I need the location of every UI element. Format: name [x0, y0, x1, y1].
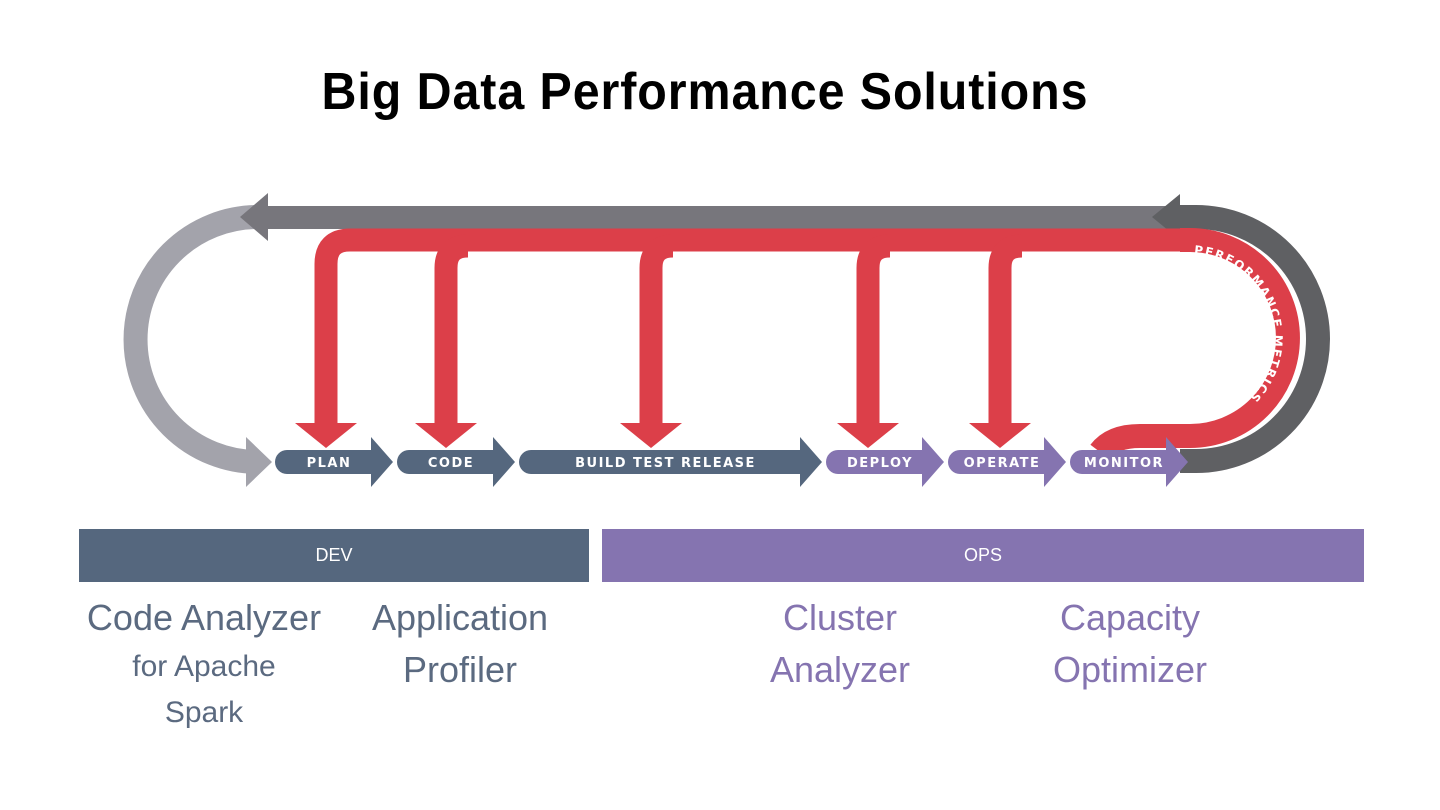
product-title: Cluster: [782, 597, 898, 638]
product-title: Optimizer: [1052, 649, 1208, 690]
stage-arrow: [948, 437, 1066, 487]
stage-arrow: [826, 437, 944, 487]
product-title: Profiler: [402, 649, 518, 690]
page-title: Big Data Performance Solutions: [321, 63, 1089, 121]
metrics-top-bar: [314, 228, 1180, 430]
product-title: Capacity: [1059, 597, 1201, 638]
ops-band: OPS: [602, 529, 1364, 582]
metrics-drop-arrow: [295, 423, 357, 448]
dev-band: DEV: [79, 529, 589, 582]
loop-arc-right: [1180, 205, 1330, 473]
stage-label: PLAN: [307, 456, 352, 471]
stage-label: CODE: [428, 456, 474, 471]
product-application-profiler: Application Profiler: [340, 592, 580, 696]
product-code-analyzer: Code Analyzer for Apache Spark: [70, 592, 338, 736]
product-title: Application: [371, 597, 549, 638]
product-cluster-analyzer: Cluster Analyzer: [720, 592, 960, 696]
stage-arrow: [519, 437, 822, 487]
return-arrowhead-plan: [246, 437, 272, 487]
stage-arrow: [397, 437, 515, 487]
ops-band-label: OPS: [963, 545, 1002, 565]
top-return-arrowhead: [240, 193, 268, 241]
stage-build-test-release: BUILD TEST RELEASE: [519, 437, 822, 487]
return-arc-left: [123, 205, 259, 474]
stage-label: BUILD TEST RELEASE: [575, 456, 756, 471]
product-title: Analyzer: [769, 649, 911, 690]
product-capacity-optimizer: Capacity Optimizer: [1010, 592, 1250, 696]
product-subtitle: for Apache: [132, 650, 276, 683]
stage-label: OPERATE: [964, 456, 1041, 471]
product-title: Code Analyzer: [86, 597, 322, 638]
metrics-drop-arrow: [837, 234, 899, 448]
top-return-bar: [262, 206, 1180, 229]
metrics-drop-arrow: [415, 234, 477, 448]
metrics-drop-arrow: [620, 234, 682, 448]
metrics-arc: [1090, 228, 1300, 460]
stage-label: MONITOR: [1084, 456, 1164, 471]
stage-deploy: DEPLOY: [826, 437, 944, 487]
stage-monitor: MONITOR: [1070, 437, 1188, 487]
stage-arrow: [1070, 437, 1188, 487]
dev-band-label: DEV: [315, 545, 353, 565]
stage-arrow: [275, 437, 393, 487]
stage-code: CODE: [397, 437, 515, 487]
stage-operate: OPERATE: [948, 437, 1066, 487]
metrics-drop-arrow: [969, 234, 1031, 448]
product-subtitle: Spark: [164, 696, 244, 729]
stage-label: DEPLOY: [847, 456, 913, 471]
stage-plan: PLAN: [275, 437, 393, 487]
